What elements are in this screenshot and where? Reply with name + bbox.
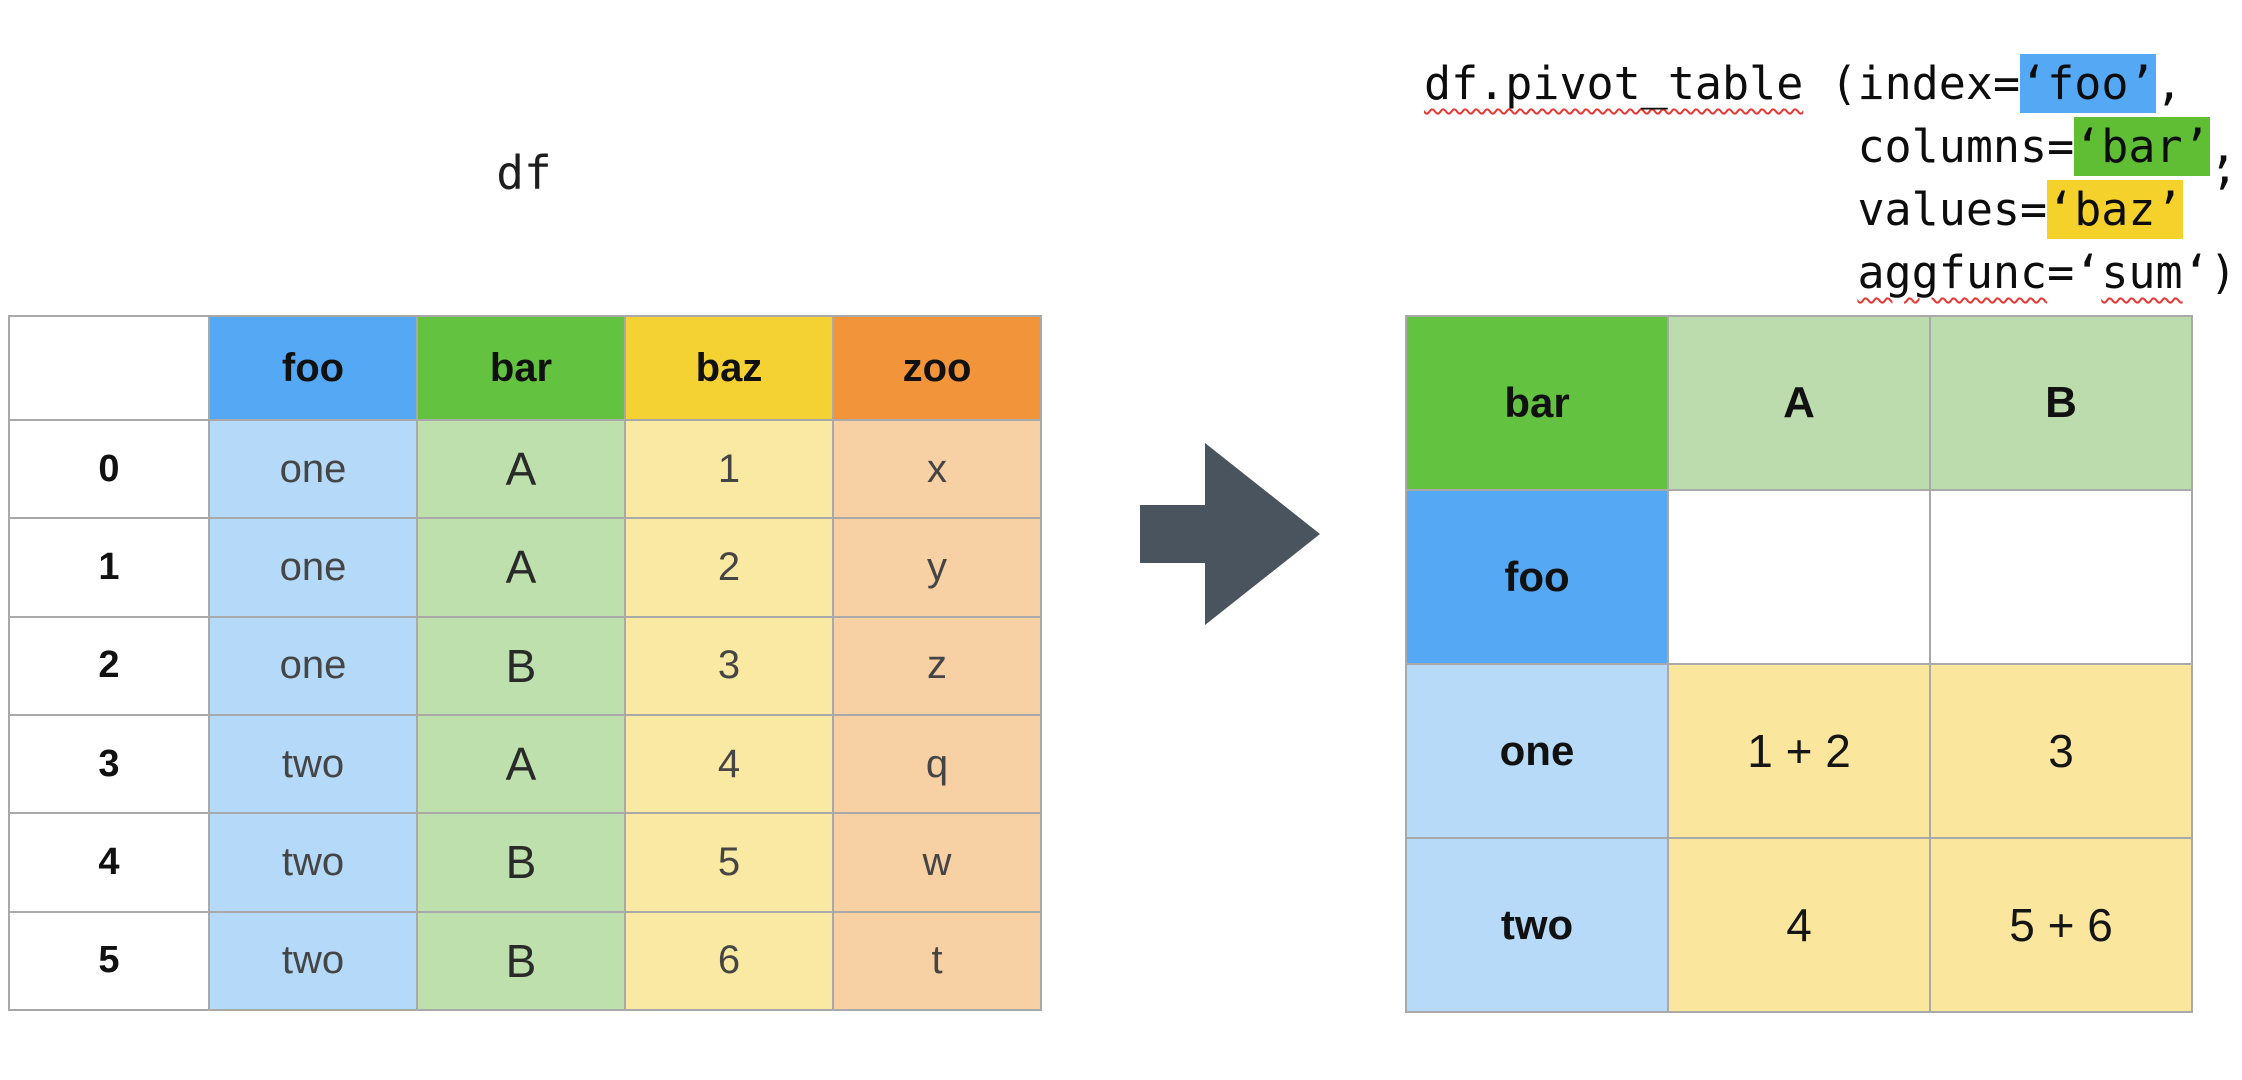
cell-bar: A	[416, 418, 626, 520]
code-aggfunc-key: aggfunc	[1857, 246, 2048, 299]
highlight-baz: ‘baz’	[2047, 180, 2183, 239]
right-arrow-icon	[1140, 443, 1320, 625]
cell-bar: A	[416, 517, 626, 618]
cell-zoo: t	[832, 910, 1042, 1012]
code-columns-arg: columns=	[1857, 120, 2075, 173]
pivot-column-A: A	[1667, 315, 1931, 491]
cell-baz: 3	[624, 615, 834, 716]
code-index-comma: ,	[2155, 57, 2183, 110]
pivot-data-row-one: one 1 + 2 3	[1405, 663, 2193, 839]
table-row: 5 two B 6 t	[8, 910, 1042, 1012]
pivot-data-row-two: two 4 5 + 6	[1405, 837, 2193, 1013]
pivot-empty-cell	[1667, 489, 1931, 665]
column-header-baz: baz	[624, 315, 834, 421]
highlight-bar: ‘bar’	[2074, 117, 2210, 176]
code-aggfunc-value: sum	[2101, 246, 2183, 299]
code-values-arg: values=	[1857, 183, 2048, 236]
column-header-zoo: zoo	[832, 315, 1042, 421]
row-index: 2	[8, 615, 210, 716]
pivot-index-row: foo	[1405, 489, 2193, 665]
cell-zoo: w	[832, 812, 1042, 913]
cell-baz: 5	[624, 812, 834, 913]
pivot-value-one-B: 3	[1929, 663, 2193, 839]
code-close-paren: ‘)	[2182, 246, 2237, 299]
code-aggfunc-equals: =‘	[2047, 246, 2102, 299]
pivot-corner-bar: bar	[1405, 315, 1669, 491]
highlight-foo: ‘foo’	[2020, 54, 2156, 113]
cell-foo: two	[208, 910, 418, 1012]
column-header-index	[8, 315, 210, 421]
row-index: 4	[8, 812, 210, 913]
column-header-foo: foo	[208, 315, 418, 421]
table-row: 4 two B 5 w	[8, 812, 1042, 913]
stray-quote-mark: ’	[2209, 169, 2237, 222]
pivot-row-label-one: one	[1405, 663, 1669, 839]
cell-bar: B	[416, 812, 626, 913]
cell-foo: two	[208, 812, 418, 913]
source-dataframe-table: foo bar baz zoo 0 one A 1 x 1 one A 2 y	[8, 315, 1042, 1012]
source-table-title: df	[496, 146, 552, 200]
cell-baz: 6	[624, 910, 834, 1012]
cell-baz: 4	[624, 713, 834, 815]
pivot-result-table: bar A B foo one 1 + 2 3 two 4 5 + 6	[1405, 315, 2193, 1013]
cell-bar: A	[416, 713, 626, 815]
cell-zoo: z	[832, 615, 1042, 716]
cell-bar: B	[416, 910, 626, 1012]
cell-zoo: q	[832, 713, 1042, 815]
cell-zoo: y	[832, 517, 1042, 618]
pivot-value-one-A: 1 + 2	[1667, 663, 1931, 839]
row-index: 1	[8, 517, 210, 618]
cell-foo: one	[208, 615, 418, 716]
column-header-bar: bar	[416, 315, 626, 421]
code-line-index: df.pivot_table (index=‘foo’,	[1424, 52, 2237, 115]
code-line-aggfunc: aggfunc=‘sum‘)	[1424, 241, 2237, 304]
code-index-arg: (index=	[1803, 57, 2021, 110]
code-snippet: df.pivot_table (index=‘foo’, columns=‘ba…	[1424, 52, 2237, 304]
cell-zoo: x	[832, 418, 1042, 520]
cell-baz: 2	[624, 517, 834, 618]
table-row: 2 one B 3 z	[8, 615, 1042, 716]
cell-bar: B	[416, 615, 626, 716]
pivot-empty-cell	[1929, 489, 2193, 665]
code-line-values: values=‘baz’	[1424, 178, 2237, 241]
table-row: 3 two A 4 q	[8, 713, 1042, 815]
row-index: 5	[8, 910, 210, 1012]
table-row: 0 one A 1 x	[8, 418, 1042, 520]
cell-foo: one	[208, 517, 418, 618]
row-index: 0	[8, 418, 210, 520]
pivot-header-row: bar A B	[1405, 315, 2193, 491]
cell-foo: two	[208, 713, 418, 815]
row-index: 3	[8, 713, 210, 815]
pivot-row-label-two: two	[1405, 837, 1669, 1013]
source-header-row: foo bar baz zoo	[8, 315, 1042, 421]
cell-baz: 1	[624, 418, 834, 520]
cell-foo: one	[208, 418, 418, 520]
pivot-index-label-foo: foo	[1405, 489, 1669, 665]
code-columns-comma: ,	[2209, 120, 2237, 173]
pivot-value-two-A: 4	[1667, 837, 1931, 1013]
code-function-name: df.pivot_table	[1424, 57, 1804, 110]
pivot-value-two-B: 5 + 6	[1929, 837, 2193, 1013]
pivot-column-B: B	[1929, 315, 2193, 491]
table-row: 1 one A 2 y	[8, 517, 1042, 618]
code-line-columns: columns=‘bar’,	[1424, 115, 2237, 178]
